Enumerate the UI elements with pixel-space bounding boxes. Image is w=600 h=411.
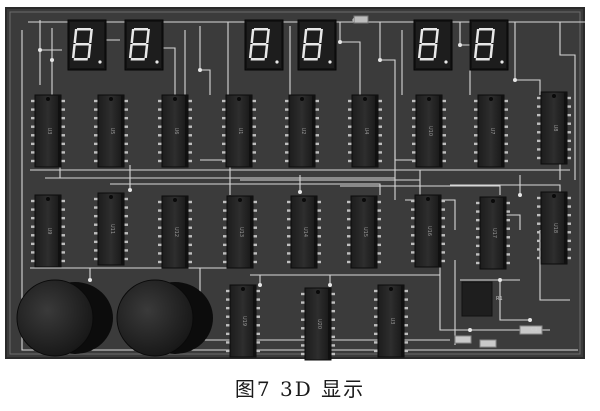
dip-ic-chip: U3 [31,94,65,168]
dip-ic-chip: U14 [287,195,321,269]
capacitor-small-2 [479,339,497,348]
seven-segment-display [124,19,164,71]
chip-marking: U4 [363,128,369,135]
chip-marking: U5 [109,128,115,135]
electrolytic-capacitors [16,279,213,357]
chip-marking: U17 [491,228,497,238]
dip-ic-chip: U12 [158,195,192,269]
dip-ic-chip: U17 [476,196,510,270]
seven-segment-display [244,19,284,71]
chip-marking: U2 [300,128,306,135]
chip-marking: U6 [173,128,179,135]
capacitor-right [116,279,213,357]
display-digit [473,28,495,61]
seven-segment-display [469,19,509,71]
component-label: R1 [496,296,503,302]
seven-segment-display [297,19,337,71]
dip-ic-chip: U6 [158,94,192,168]
capacitor-small [454,335,472,344]
seven-segment-displays [67,19,509,71]
small-components [353,15,543,348]
dip-ic-chip: U4 [348,94,382,168]
dip-ic-chip: U19 [226,284,260,358]
chip-marking: U1 [237,128,243,135]
pcb-board-svg: U3U5U6U1U2U4U10U7U8U9U11U12U13U14U15U16U… [5,7,585,361]
dip-ic-chip: U13 [223,195,257,269]
dip-ic-chip: U11 [94,192,128,266]
seven-segment-display [413,19,453,71]
display-digit [71,28,93,61]
chip-marking: U15 [362,227,368,237]
dip-ic-chip: U2 [285,94,319,168]
chip-marking: U19 [241,316,247,326]
chip-marking: U13 [238,227,244,237]
chip-marking: U9 [46,228,52,235]
chip-marking: U14 [302,227,308,237]
chip-marking: U3 [389,318,395,325]
small-ic [461,281,493,317]
jumper [353,15,369,24]
dip-ic-chip: U1 [222,94,256,168]
display-digit [128,28,150,61]
dip-ic-chip: U20 [301,287,335,361]
display-digit [301,28,323,61]
dip-ic-chip: U8 [537,91,571,165]
capacitor-left [16,279,113,357]
display-digit [417,28,439,61]
chip-marking: U12 [173,227,179,237]
chip-marking: U20 [316,319,322,329]
chip-marking: U18 [552,223,558,233]
figure-caption: 图7 3D 显示 [234,377,366,401]
dip-ic-chip: U5 [94,94,128,168]
chip-marking: U8 [552,125,558,132]
component-label: C1 [531,327,538,333]
dip-ic-chip: U18 [537,191,571,265]
chip-marking: U3 [46,128,52,135]
dip-ic-chip: U16 [411,194,445,268]
dip-ic-chip: U3 [374,284,408,358]
dip-ic-chip: U10 [412,94,446,168]
resistor [519,325,543,335]
chip-marking: U7 [489,128,495,135]
copper-traces [21,20,585,351]
chip-marking: U10 [427,126,433,136]
dip-ic-chip: U15 [347,195,381,269]
dip-ic-chip: U7 [474,94,508,168]
seven-segment-display [67,19,107,71]
dip-ic-chip: U9 [31,194,65,268]
chip-marking: U16 [426,226,432,236]
board-edge [9,11,581,355]
chip-marking: U11 [109,224,115,234]
display-digit [248,28,270,61]
